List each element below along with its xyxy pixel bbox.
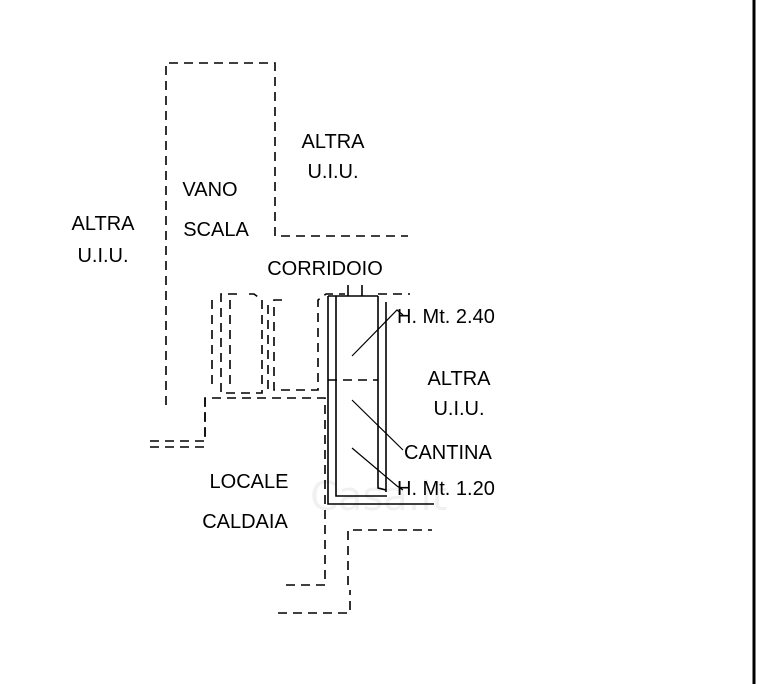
- label-corridoio: CORRIDOIO: [267, 258, 383, 280]
- label-vano-scala-line2: SCALA: [183, 219, 249, 241]
- label-altra-uiu-top-line1: ALTRA: [302, 131, 366, 153]
- label-height-upper: H. Mt. 2.40: [397, 306, 495, 328]
- label-altra-uiu-left-line1: ALTRA: [72, 213, 136, 235]
- corridor-partitions: [211, 293, 410, 394]
- cellar-walls: [327, 285, 434, 505]
- label-altra-uiu-top-line2: U.I.U.: [307, 161, 358, 183]
- boiler-room-outline: [150, 397, 432, 614]
- watermark-logo: Casa.it: [310, 474, 447, 520]
- label-locale-caldaia-line1: LOCALE: [210, 471, 289, 493]
- label-cantina: CANTINA: [404, 442, 492, 464]
- label-locale-caldaia-line2: CALDAIA: [202, 511, 288, 533]
- leader-lines: [351, 309, 404, 491]
- label-altra-uiu-left-line2: U.I.U.: [77, 245, 128, 267]
- stairwell-outline: [165, 62, 408, 405]
- label-altra-uiu-right-line1: ALTRA: [428, 368, 492, 390]
- label-altra-uiu-right-line2: U.I.U.: [433, 398, 484, 420]
- label-height-lower: H. Mt. 1.20: [397, 478, 495, 500]
- label-vano-scala-line1: VANO: [182, 179, 237, 201]
